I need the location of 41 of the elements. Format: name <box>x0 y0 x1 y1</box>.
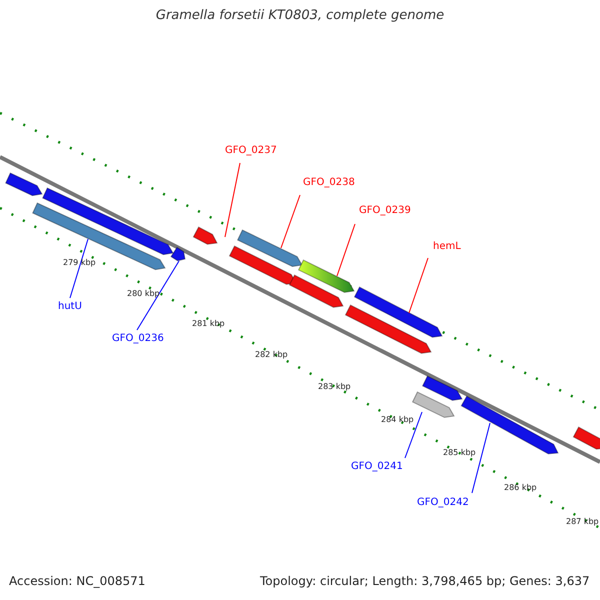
gene-label: GFO_0241 <box>351 461 403 472</box>
gene-segment <box>344 304 432 354</box>
scale-label: 284 kbp <box>381 416 414 425</box>
gene-segment <box>5 172 43 196</box>
gene-label: GFO_0237 <box>225 145 277 156</box>
gene-segment <box>412 391 455 418</box>
gene-label: GFO_0239 <box>359 205 411 216</box>
scale-label: 280 kbp <box>127 290 160 299</box>
gene-label: hutU <box>58 301 82 312</box>
scale-label: 285 kbp <box>443 449 476 458</box>
title: Gramella forsetii KT0803, complete genome <box>154 9 446 24</box>
gene-label: hemL <box>433 241 461 252</box>
gene-label: GFO_0238 <box>303 177 355 188</box>
gene-segment <box>572 426 600 450</box>
leader-line <box>224 162 240 238</box>
leader-line <box>280 194 300 248</box>
gene-label: GFO_0242 <box>417 497 469 508</box>
gene-segment <box>32 202 166 270</box>
gene-segment <box>354 286 443 338</box>
scale-label: 279 kbp <box>63 259 96 268</box>
scale-label: 283 kbp <box>318 383 351 392</box>
scale-label: 286 kbp <box>504 484 537 493</box>
footer-text: Topology: circular; Length: 3,798,465 bp; Genes: 3,637 <box>260 575 590 588</box>
leader-line <box>472 422 490 494</box>
gene-segment <box>288 274 344 308</box>
scale-label: 281 kbp <box>192 320 225 329</box>
footer-text: Accession: NC_008571 <box>9 575 146 588</box>
gene-segment <box>422 375 463 401</box>
scale-label: 282 kbp <box>255 351 288 360</box>
leader-line <box>70 238 88 298</box>
gene-segment <box>236 229 303 268</box>
gene-segment <box>298 259 355 293</box>
leader-line <box>408 258 428 314</box>
scale-label: 287 kbp <box>566 518 599 527</box>
leader-line <box>136 260 180 330</box>
gene-segment <box>170 246 186 262</box>
gene-segment <box>192 226 218 245</box>
leader-line <box>404 412 422 458</box>
gene-segment <box>42 187 174 256</box>
gene-label: GFO_0236 <box>112 333 164 344</box>
leader-line <box>336 224 356 276</box>
